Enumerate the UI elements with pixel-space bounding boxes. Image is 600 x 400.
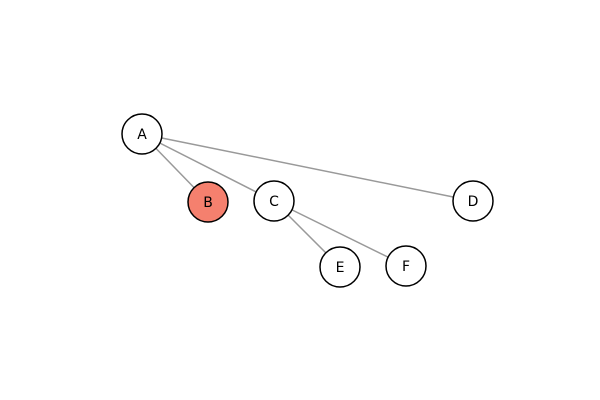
node-circle-C <box>253 180 295 222</box>
node-circle-A <box>121 113 163 155</box>
node-label-C: C <box>269 194 279 210</box>
node-label-D: D <box>468 194 479 210</box>
edge-A-C <box>141 133 275 202</box>
node-circle-F <box>385 245 427 287</box>
node-C: C <box>253 180 295 222</box>
node-circle-E <box>319 246 361 288</box>
node-circle-D <box>452 180 494 222</box>
node-layer: A B C D E F <box>121 113 494 288</box>
node-B: B <box>187 181 229 223</box>
node-F: F <box>385 245 427 287</box>
node-label-A: A <box>137 127 147 143</box>
node-E: E <box>319 246 361 288</box>
node-D: D <box>452 180 494 222</box>
edge-C-F <box>273 200 407 267</box>
node-label-E: E <box>336 260 345 276</box>
node-label-B: B <box>203 195 213 211</box>
node-A: A <box>121 113 163 155</box>
node-circle-B <box>187 181 229 223</box>
edge-A-D <box>141 133 474 202</box>
node-label-F: F <box>402 259 410 275</box>
